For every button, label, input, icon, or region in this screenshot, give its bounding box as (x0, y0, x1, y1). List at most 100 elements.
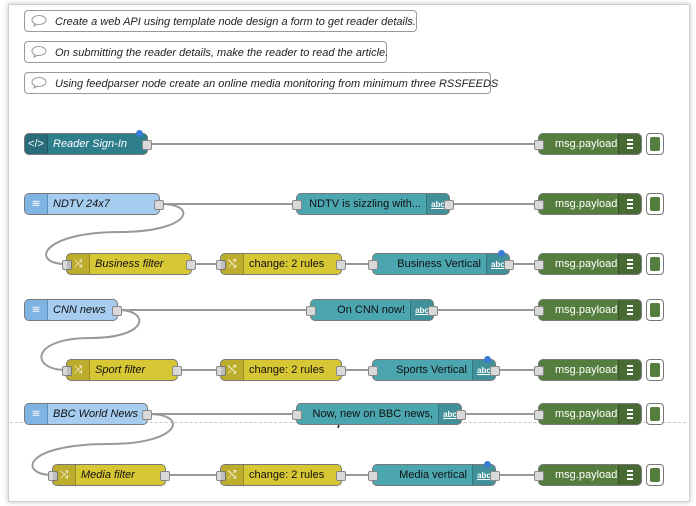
debug-toggle-button[interactable] (646, 464, 664, 486)
input-port[interactable] (292, 200, 302, 210)
comment-node-2[interactable]: On submitting the reader details, make t… (24, 41, 388, 63)
input-port[interactable] (534, 260, 544, 270)
node-label: change: 2 rules (249, 469, 325, 481)
debug-toggle-button[interactable] (646, 403, 664, 425)
switch-node-sport-filter[interactable]: ⤨ Sport filter (62, 359, 182, 381)
output-port[interactable] (154, 200, 164, 210)
switch-icon: ⤨ (53, 465, 76, 485)
debug-list-icon (618, 254, 641, 274)
change-node-3[interactable]: ⤭ change: 2 rules (216, 464, 346, 486)
debug-toggle-button[interactable] (646, 193, 664, 215)
feedparser-node-ndtv[interactable]: ≋ NDTV 24x7 (24, 193, 164, 215)
comment-node-1[interactable]: Create a web API using template node des… (24, 10, 417, 32)
rss-icon: ≋ (25, 404, 48, 424)
output-port[interactable] (336, 471, 346, 481)
output-port[interactable] (186, 260, 196, 270)
output-port[interactable] (112, 306, 122, 316)
template-node-business-vertical[interactable]: Business Vertical abc (368, 250, 514, 275)
output-port[interactable] (444, 200, 454, 210)
template-node-media-vertical[interactable]: Media vertical abc (368, 461, 500, 486)
output-port[interactable] (336, 260, 346, 270)
debug-toggle-button[interactable] (646, 359, 664, 381)
node-label: msg.payload (555, 198, 618, 210)
output-port[interactable] (142, 410, 152, 420)
input-port[interactable] (534, 410, 544, 420)
comment-text: Create a web API using template node des… (55, 16, 416, 28)
rss-icon: ≋ (25, 300, 48, 320)
http-in-node-reader-signin[interactable]: </> Reader Sign-In (24, 130, 152, 155)
input-port[interactable] (368, 260, 378, 270)
comment-node-3[interactable]: Using feedparser node create an online m… (24, 72, 498, 94)
output-port[interactable] (160, 471, 170, 481)
node-label: msg.payload (555, 258, 618, 270)
input-port[interactable] (534, 366, 544, 376)
debug-node[interactable]: msg.payload (534, 359, 642, 381)
shuffle-icon: ⤭ (221, 254, 244, 274)
template-icon: abc (426, 194, 449, 214)
change-node-1[interactable]: ⤭ change: 2 rules (216, 253, 346, 275)
input-port[interactable] (62, 260, 72, 270)
node-label: On CNN now! (337, 304, 405, 316)
comment-icon (31, 77, 47, 89)
output-port[interactable] (490, 366, 500, 376)
input-port[interactable] (216, 366, 226, 376)
template-icon: abc (438, 404, 461, 424)
debug-node[interactable]: msg.payload (534, 403, 642, 425)
debug-node[interactable]: msg.payload (534, 464, 642, 486)
template-node-sports-vertical[interactable]: Sports Vertical abc (368, 356, 500, 381)
output-port[interactable] (142, 140, 152, 150)
template-node-cnn[interactable]: On CNN now! abc (306, 299, 438, 321)
input-port[interactable] (368, 471, 378, 481)
template-node-bbc[interactable]: Now, new on BBC news, abc (292, 403, 466, 425)
comment-icon (31, 46, 47, 58)
debug-node[interactable]: msg.payload (534, 253, 642, 275)
template-node-ndtv[interactable]: NDTV is sizzling with... abc (292, 193, 454, 215)
output-port[interactable] (336, 366, 346, 376)
input-port[interactable] (216, 260, 226, 270)
changed-indicator (498, 250, 505, 257)
debug-toggle-button[interactable] (646, 299, 664, 321)
input-port[interactable] (306, 306, 316, 316)
feedparser-node-cnn[interactable]: ≋ CNN news (24, 299, 122, 321)
output-port[interactable] (456, 410, 466, 420)
node-label: msg.payload (555, 469, 618, 481)
shuffle-icon: ⤭ (221, 465, 244, 485)
switch-icon: ⤨ (67, 254, 90, 274)
changed-indicator (484, 356, 491, 363)
node-label: Sport filter (95, 364, 146, 376)
input-port[interactable] (292, 410, 302, 420)
output-port[interactable] (490, 471, 500, 481)
feedparser-node-bbc[interactable]: ≋ BBC World News (24, 403, 152, 425)
change-node-2[interactable]: ⤭ change: 2 rules (216, 359, 346, 381)
output-port[interactable] (172, 366, 182, 376)
debug-toggle-button[interactable] (646, 253, 664, 275)
switch-node-business-filter[interactable]: ⤨ Business filter (62, 253, 196, 275)
input-port[interactable] (534, 306, 544, 316)
output-port[interactable] (504, 260, 514, 270)
node-label: NDTV is sizzling with... (309, 198, 421, 210)
input-port[interactable] (534, 200, 544, 210)
input-port[interactable] (368, 366, 378, 376)
debug-list-icon (618, 134, 641, 154)
output-port[interactable] (428, 306, 438, 316)
node-label: Reader Sign-In (53, 138, 127, 150)
node-label: msg.payload (555, 304, 618, 316)
switch-node-media-filter[interactable]: ⤨ Media filter (48, 464, 170, 486)
node-label: msg.payload (555, 408, 618, 420)
debug-node[interactable]: msg.payload (534, 299, 642, 321)
input-port[interactable] (534, 140, 544, 150)
debug-toggle-button[interactable] (646, 133, 664, 155)
input-port[interactable] (216, 471, 226, 481)
debug-node[interactable]: msg.payload (534, 193, 642, 215)
input-port[interactable] (534, 471, 544, 481)
node-label: change: 2 rules (249, 364, 325, 376)
shuffle-icon: ⤭ (221, 360, 244, 380)
node-label: BBC World News (53, 408, 138, 420)
debug-list-icon (618, 194, 641, 214)
input-port[interactable] (48, 471, 58, 481)
debug-node[interactable]: msg.payload (534, 133, 642, 155)
node-label: NDTV 24x7 (53, 198, 110, 210)
input-port[interactable] (62, 366, 72, 376)
template-icon: abc (410, 300, 433, 320)
